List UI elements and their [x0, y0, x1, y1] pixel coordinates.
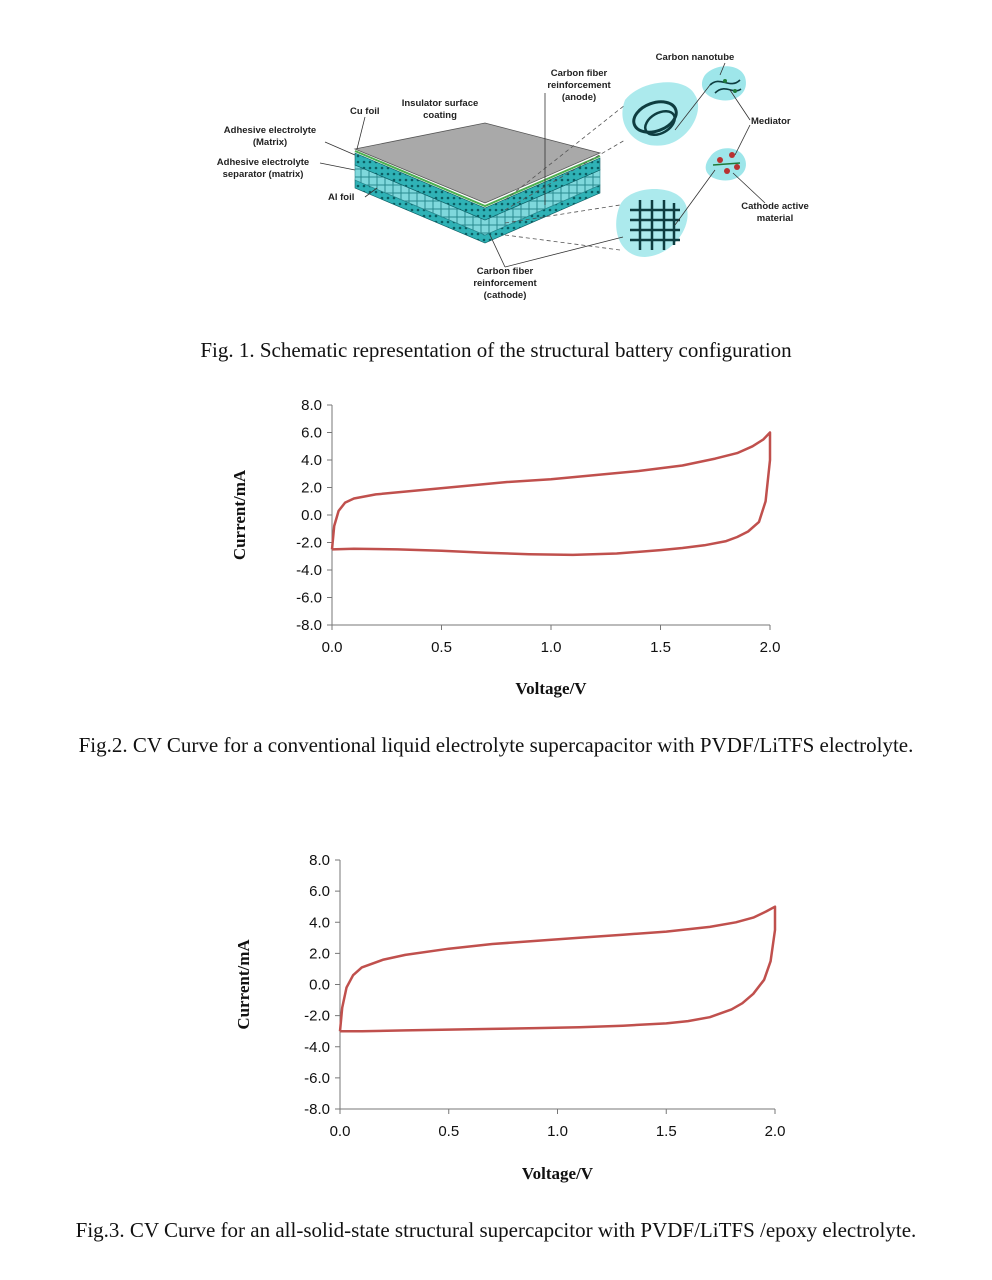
y-axis-label: Current/mA: [230, 469, 249, 560]
solid-leaders: [319, 62, 766, 268]
label-cf-anode-3: (anode): [562, 92, 596, 103]
label-cathode-am-1: Cathode active: [741, 201, 809, 212]
x-tick-label: 2.0: [765, 1123, 786, 1140]
cathode-material-cluster: [705, 148, 746, 181]
x-tick-label: 0.5: [438, 1123, 459, 1140]
label-mediator: Mediator: [751, 116, 791, 127]
label-insulator-2: coating: [423, 110, 457, 121]
y-tick-label: 6.0: [309, 883, 330, 900]
x-axis-label: Voltage/V: [522, 1164, 594, 1183]
y-tick-label: 8.0: [309, 852, 330, 869]
carbon-nanotube-cluster: [701, 66, 746, 101]
label-cu-foil: Cu foil: [350, 106, 380, 117]
label-adh-matrix-2: (Matrix): [253, 137, 287, 148]
y-tick-label: -6.0: [304, 1070, 330, 1087]
cv-curve: [330, 431, 772, 557]
x-tick-label: 1.0: [547, 1123, 568, 1140]
x-tick-label: 0.5: [431, 639, 452, 656]
y-tick-label: -2.0: [296, 535, 322, 552]
label-cf-anode-1: Carbon fiber: [551, 68, 608, 79]
y-tick-label: 4.0: [309, 914, 330, 931]
battery-stack: [353, 122, 602, 244]
x-tick-label: 1.5: [650, 639, 671, 656]
y-tick-label: -4.0: [304, 1039, 330, 1056]
y-tick-label: -4.0: [296, 562, 322, 579]
x-axis-label: Voltage/V: [515, 679, 587, 698]
label-cf-anode-2: reinforcement: [547, 80, 611, 91]
x-tick-label: 0.0: [330, 1123, 351, 1140]
y-axis-label: Current/mA: [234, 939, 253, 1030]
cathode-fiber-cluster: [616, 188, 688, 257]
x-tick-label: 1.0: [541, 639, 562, 656]
label-cf-cathode-1: Carbon fiber: [477, 266, 534, 277]
figure1-caption: Fig. 1. Schematic representation of the …: [200, 338, 792, 362]
figure2-caption: Fig.2. CV Curve for a conventional liqui…: [78, 733, 914, 757]
y-tick-label: 0.0: [301, 507, 322, 524]
y-tick-label: 6.0: [301, 425, 322, 442]
x-tick-label: 2.0: [760, 639, 781, 656]
battery-schematic: Cu foil Insulator surface coating Carbon…: [217, 52, 809, 301]
figure3-caption: Fig.3. CV Curve for an all-solid-state s…: [75, 1218, 917, 1242]
y-tick-label: 2.0: [309, 945, 330, 962]
label-cf-cathode-2: reinforcement: [473, 278, 537, 289]
label-carbon-nanotube: Carbon nanotube: [656, 52, 735, 63]
y-tick-label: 2.0: [301, 480, 322, 497]
label-adh-sep-2: separator (matrix): [223, 169, 304, 180]
y-tick-label: 4.0: [301, 452, 322, 469]
y-tick-label: -8.0: [304, 1101, 330, 1118]
anode-fiber-cluster: [622, 82, 699, 146]
label-adh-sep-1: Adhesive electrolyte: [217, 157, 309, 168]
label-adh-matrix-1: Adhesive electrolyte: [224, 125, 316, 136]
y-tick-label: -8.0: [296, 617, 322, 634]
leader-lines: [504, 104, 626, 251]
label-insulator-1: Insulator surface: [402, 98, 479, 109]
y-tick-label: 0.0: [309, 977, 330, 994]
y-tick-label: 8.0: [301, 397, 322, 414]
y-tick-label: -6.0: [296, 590, 322, 607]
cv-curve: [338, 905, 777, 1033]
x-tick-label: 1.5: [656, 1123, 677, 1140]
label-cf-cathode-3: (cathode): [484, 290, 527, 301]
x-tick-label: 0.0: [322, 639, 343, 656]
label-al-foil: Al foil: [328, 192, 354, 203]
y-tick-label: -2.0: [304, 1008, 330, 1025]
label-cathode-am-2: material: [757, 213, 793, 224]
